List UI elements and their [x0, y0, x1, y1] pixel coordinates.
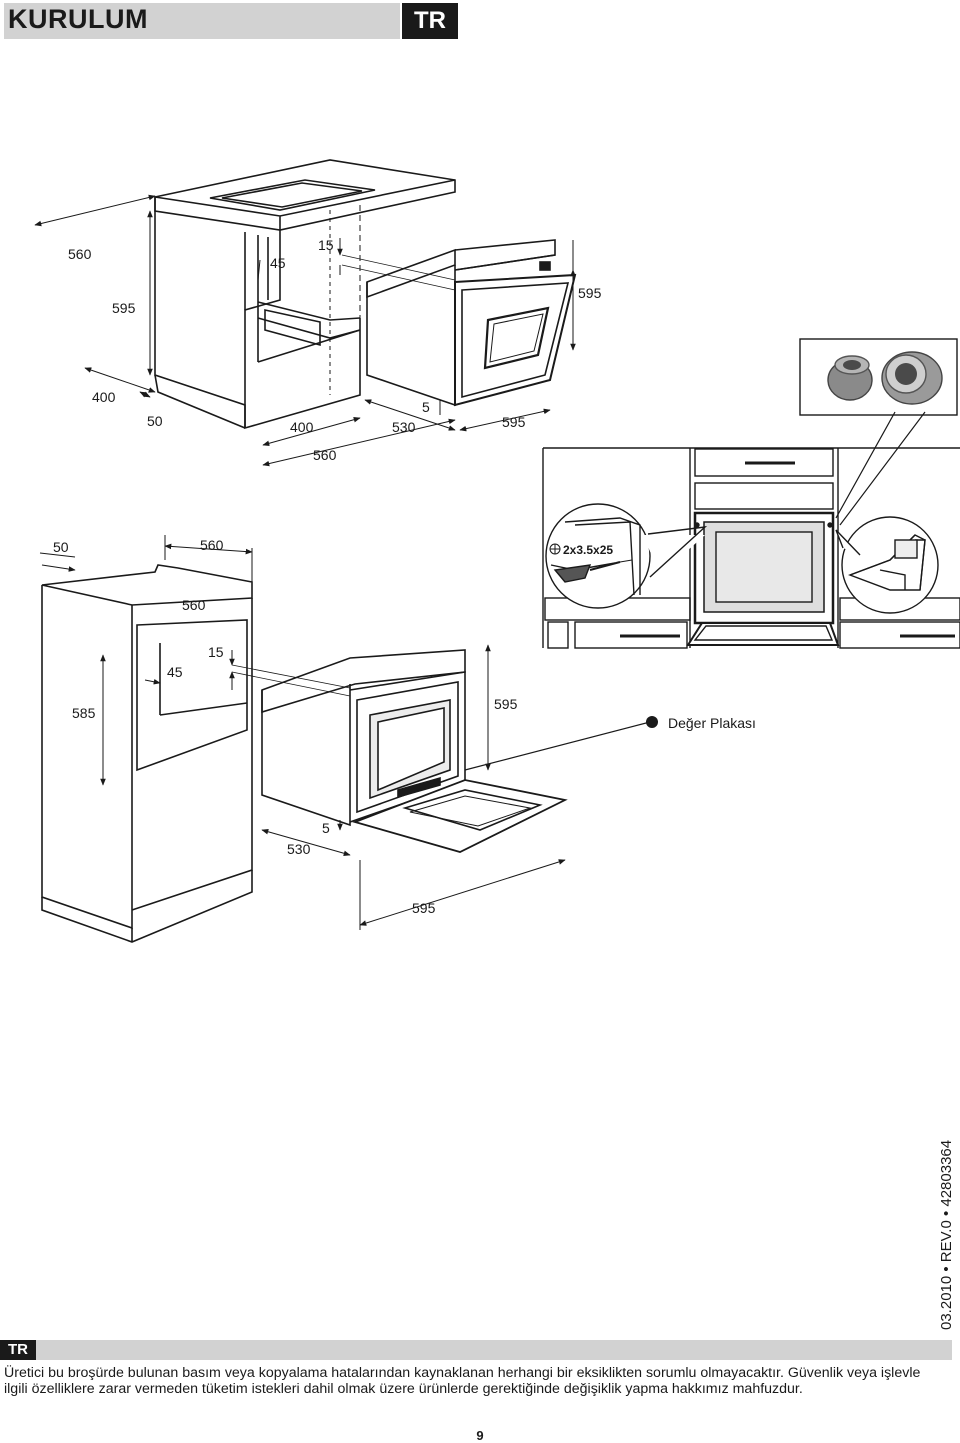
figure-fixing-detail — [542, 338, 960, 649]
dim-label: 45 — [270, 255, 286, 271]
page-title: KURULUM — [8, 4, 148, 34]
dim-label: 595 — [112, 300, 136, 316]
grommet-icon — [827, 355, 873, 401]
dim-label: 400 — [290, 419, 314, 435]
screw-size-label: 2x3.5x25 — [563, 543, 613, 557]
dim-label: 595 — [502, 414, 526, 430]
installation-drawings: 560 595 45 15 400 50 400 560 5 530 595 5… — [34, 159, 960, 943]
disclaimer-text: Üretici bu broşürde bulunan basım veya k… — [4, 1365, 921, 1397]
figure1-labels: 560 595 45 15 400 50 400 560 5 530 595 5… — [68, 237, 602, 463]
dim-label: 560 — [182, 597, 206, 613]
dim-label: 45 — [167, 664, 183, 680]
dim-label: 560 — [200, 537, 224, 553]
dim-label: 585 — [72, 705, 96, 721]
document-code: 03.2010 • REV.0 • 42803364 — [938, 1139, 955, 1330]
page-number: 9 — [476, 1428, 484, 1443]
grommet-icon — [881, 351, 943, 405]
rating-plate-marker — [646, 716, 658, 728]
rating-plate-label: Değer Plakası — [668, 715, 756, 731]
dim-label: 560 — [313, 447, 337, 463]
figure1-dimensions — [34, 194, 576, 467]
dim-label: 15 — [208, 644, 224, 660]
figure3-labels: 50 560 560 45 15 585 595 5 530 595 Değer… — [53, 537, 756, 916]
dim-label: 400 — [92, 389, 116, 405]
figure-tall-unit — [41, 564, 568, 943]
language-badge: TR — [402, 3, 458, 39]
header-bar — [4, 3, 400, 39]
dim-label: 15 — [318, 237, 334, 253]
dim-label: 50 — [147, 413, 163, 429]
dim-label: 595 — [494, 696, 518, 712]
figure-under-counter — [154, 159, 577, 430]
dim-label: 530 — [392, 419, 416, 435]
dim-label: 595 — [578, 285, 602, 301]
dim-label: 530 — [287, 841, 311, 857]
dim-label: 50 — [53, 539, 69, 555]
dim-label: 560 — [68, 246, 92, 262]
dim-label: 595 — [412, 900, 436, 916]
dim-label: 5 — [322, 820, 330, 836]
figure3-dimensions — [39, 535, 651, 930]
footer-bar — [0, 1340, 952, 1360]
screw-callout: 2x3.5x25 — [549, 543, 613, 557]
footer-language-badge: TR — [0, 1340, 36, 1360]
dim-label: 5 — [422, 399, 430, 415]
